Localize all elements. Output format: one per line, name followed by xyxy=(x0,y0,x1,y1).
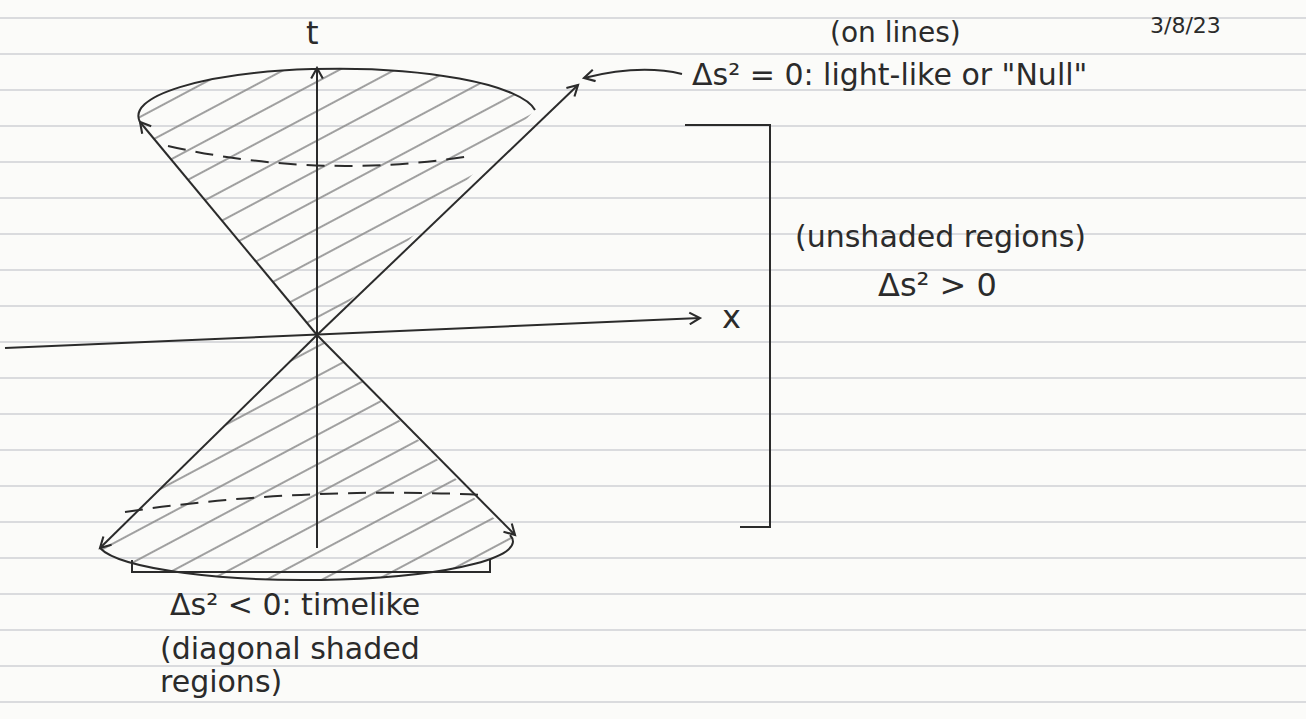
callout-note: Δs² = 0: light-like or "Null" xyxy=(692,58,1087,91)
axis-label: t xyxy=(306,16,319,51)
past-cone-shading xyxy=(100,335,513,580)
region-note: (unshaded regions) xyxy=(795,220,1086,253)
date: 3/8/23 xyxy=(1150,14,1221,38)
brackets xyxy=(132,70,770,572)
region-note: (diagonal shaded regions) xyxy=(160,632,500,698)
note: (on lines) xyxy=(830,18,961,49)
light-cone xyxy=(100,69,578,580)
axes xyxy=(5,68,700,548)
ruled-lines xyxy=(0,18,1306,702)
axis-label: x xyxy=(722,300,741,335)
interval-label: Δs² < 0: timelike xyxy=(170,588,420,621)
interval-label: Δs² > 0 xyxy=(878,268,997,303)
future-cone-shading xyxy=(138,69,535,335)
